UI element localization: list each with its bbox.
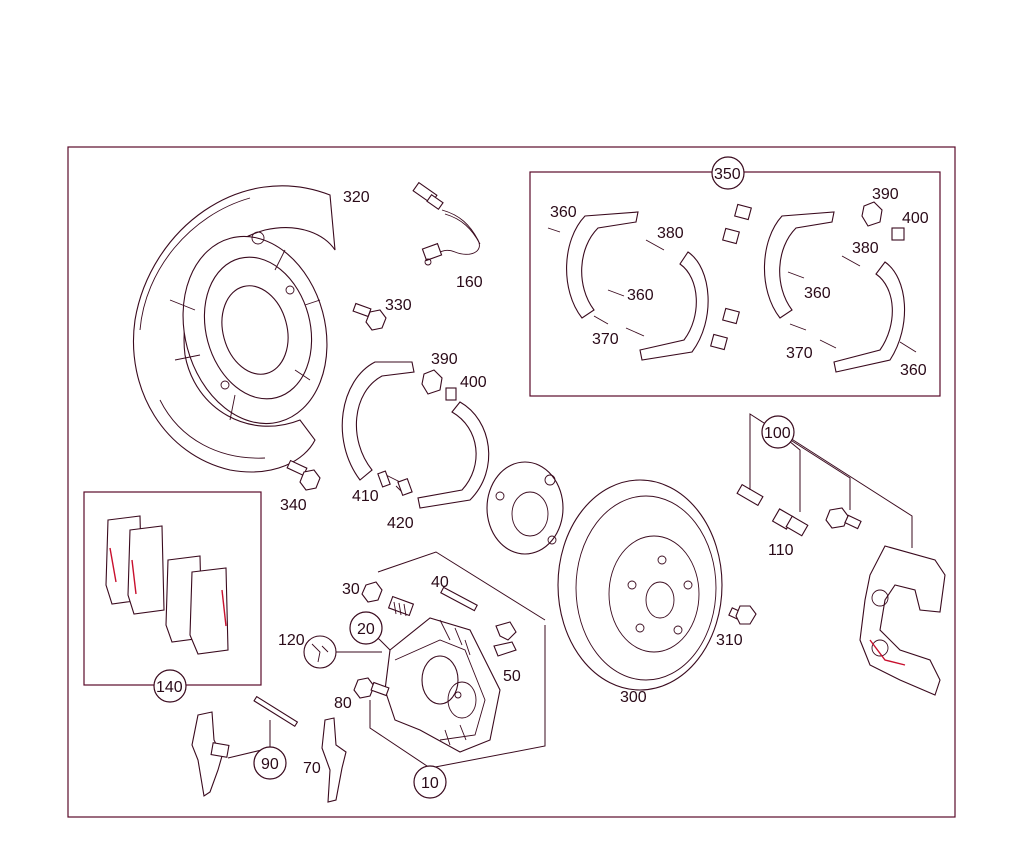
bolt-310 [728,605,757,625]
callout-circles [153,156,795,799]
label-120: 120 [278,632,305,649]
leader-lines [227,172,913,769]
label-160: 160 [456,274,483,291]
label-30: 30 [342,581,360,598]
label-70: 70 [303,760,321,777]
label-400-center: 400 [460,374,487,391]
label-380-a: 380 [657,225,684,242]
label-410: 410 [352,488,379,505]
label-140: 140 [156,679,183,696]
parking-brake-shoes-center [341,361,490,509]
label-360-b: 360 [627,287,654,304]
label-390-center: 390 [431,351,458,368]
diagram-frame [67,146,956,818]
label-320: 320 [343,189,370,206]
label-360-d: 360 [900,362,927,379]
label-390-kit: 390 [872,186,899,203]
brake-pads [105,515,229,655]
pad-springs-pins [191,695,347,803]
wear-sensor [412,181,481,266]
caliper-small-parts [353,581,517,699]
backing-plate [133,185,336,473]
label-300: 300 [620,689,647,706]
label-20: 20 [357,621,375,638]
label-90: 90 [261,756,279,773]
bolt-330 [352,302,387,331]
label-330: 330 [385,297,412,314]
label-360-c: 360 [804,285,831,302]
part-labels: 350 100 20 10 140 90 320 160 330 390 400… [156,166,929,792]
label-80: 80 [334,695,352,712]
label-370-b: 370 [786,345,813,362]
label-110: 110 [768,542,794,559]
label-100: 100 [764,425,791,442]
label-40: 40 [431,574,449,591]
parking-brake-kit-contents [547,201,917,373]
bolt-340 [286,459,321,491]
label-310: 310 [716,632,743,649]
caliper-carrier-group [736,483,946,696]
brake-disc [557,479,723,691]
brake-caliper [384,617,501,753]
label-50: 50 [503,668,521,685]
label-360-a: 360 [550,204,577,221]
label-400-kit: 400 [902,210,929,227]
label-380-b: 380 [852,240,879,257]
label-340: 340 [280,497,307,514]
label-10: 10 [421,775,439,792]
wrench-symbol [303,635,337,669]
label-420: 420 [387,515,414,532]
label-370-a: 370 [592,331,619,348]
label-350: 350 [714,166,741,183]
wheel-hub [486,461,564,555]
